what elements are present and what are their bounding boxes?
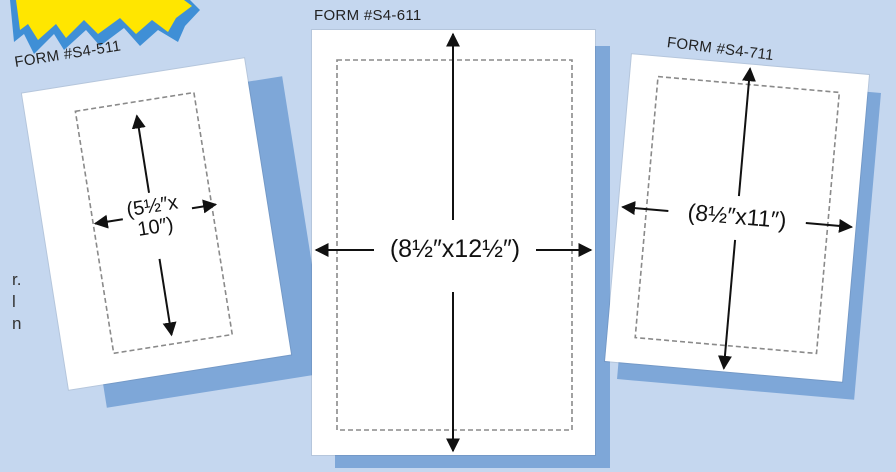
form-s4-611-paper: (8½″x12½″)	[312, 30, 595, 455]
form-s4-611-size-label: (8½″x12½″)	[378, 236, 532, 262]
form-s4-511-dashed-border	[74, 91, 234, 355]
form-s4-511-arrow-up	[131, 114, 151, 193]
form-s4-711-arrow-left	[621, 201, 669, 216]
form-s4-511-arrow-left	[93, 214, 123, 229]
form-s4-511-arrow-down	[158, 258, 177, 337]
form-s4-511-paper: (5½″x 10″)	[21, 58, 292, 390]
form-s4-611-label: FORM #S4-611	[314, 7, 422, 24]
edge-text-fragment: r.	[12, 270, 22, 289]
form-s4-711-paper: (8½″x11″)	[605, 54, 869, 382]
form-s4-511-arrow-right	[191, 199, 218, 214]
form-s4-711-arrow-down	[717, 239, 737, 370]
starburst-decoration	[10, 0, 200, 54]
edge-text-fragment: l	[12, 292, 16, 311]
form-s4-611-dashed-border	[336, 59, 573, 431]
form-s4-711-arrow-right	[805, 218, 854, 233]
form-s4-711-arrow-up	[737, 67, 756, 197]
edge-text-fragment: n	[12, 314, 22, 333]
